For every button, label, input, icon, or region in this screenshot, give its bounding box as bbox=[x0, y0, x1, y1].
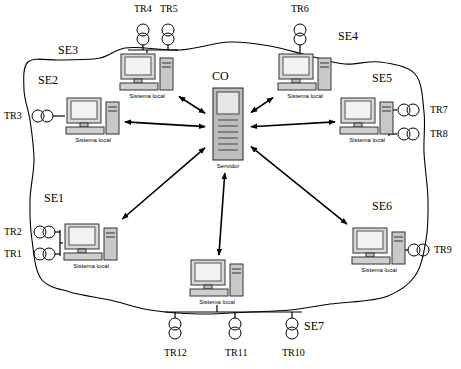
computer-icon bbox=[62, 222, 120, 262]
local-system-node: SE7Sistema local bbox=[188, 258, 246, 306]
system-caption: Sistema local bbox=[118, 92, 176, 100]
transformer-symbol bbox=[398, 104, 419, 116]
transformer-symbol bbox=[34, 226, 55, 238]
data-link-arrow bbox=[251, 98, 273, 113]
transformer-symbol bbox=[137, 24, 149, 45]
system-id: SE2 bbox=[38, 74, 58, 86]
power-wire bbox=[55, 231, 60, 232]
transformer-label: TR3 bbox=[4, 111, 22, 121]
power-wire bbox=[167, 45, 168, 50]
system-id: CO bbox=[212, 70, 229, 82]
power-wire bbox=[299, 45, 300, 53]
transformer-label: TR8 bbox=[430, 129, 448, 139]
system-caption: Sistema local bbox=[350, 266, 408, 274]
transformer-label: TR7 bbox=[430, 105, 448, 115]
transformer-symbol bbox=[408, 244, 429, 256]
transformer-symbol bbox=[32, 110, 53, 122]
data-link-arrow bbox=[125, 122, 205, 127]
system-caption: Sistema local bbox=[64, 136, 122, 144]
data-link-arrow bbox=[251, 147, 347, 225]
computer-icon bbox=[350, 226, 408, 266]
server-icon bbox=[208, 86, 248, 162]
power-wire bbox=[216, 305, 217, 312]
system-id: SE7 bbox=[304, 320, 324, 332]
transformer-label: TR10 bbox=[282, 348, 305, 358]
transformer-symbol bbox=[34, 248, 55, 260]
transformer-label: TR12 bbox=[164, 348, 187, 358]
computer-icon bbox=[118, 52, 176, 92]
local-system-node: SE3Sistema local bbox=[118, 52, 176, 100]
data-link-arrow bbox=[219, 173, 225, 255]
local-system-node: SE6Sistema local bbox=[350, 226, 408, 274]
power-wire bbox=[291, 312, 292, 318]
power-wire bbox=[55, 253, 60, 254]
system-caption: Sistema local bbox=[276, 92, 334, 100]
data-link-arrow bbox=[122, 148, 205, 219]
system-caption: Sistema local bbox=[62, 262, 120, 270]
transformer-symbol bbox=[294, 24, 306, 45]
power-wire bbox=[53, 115, 65, 116]
server-node: COServidor bbox=[208, 86, 248, 170]
power-wire bbox=[234, 312, 235, 318]
local-system-node: SE1Sistema local bbox=[62, 222, 120, 270]
system-id: SE6 bbox=[372, 200, 392, 212]
transformer-symbol bbox=[229, 318, 241, 339]
computer-icon bbox=[64, 96, 122, 136]
data-link-arrow bbox=[251, 122, 335, 127]
computer-icon bbox=[188, 258, 246, 298]
power-wire bbox=[165, 311, 302, 312]
local-system-node: SE5Sistema local bbox=[338, 96, 396, 144]
transformer-label: TR11 bbox=[225, 348, 247, 358]
transformer-symbol bbox=[162, 24, 174, 45]
local-system-node: SE4Sistema local bbox=[276, 52, 334, 100]
transformer-symbol bbox=[398, 128, 419, 140]
data-link-arrow bbox=[179, 97, 205, 114]
computer-icon bbox=[276, 52, 334, 92]
system-id: SE3 bbox=[58, 44, 78, 56]
local-system-node: SE2Sistema local bbox=[64, 96, 122, 144]
transformer-label: TR5 bbox=[160, 4, 178, 14]
transformer-label: TR9 bbox=[434, 245, 452, 255]
transformer-label: TR4 bbox=[134, 4, 152, 14]
system-caption: Sistema local bbox=[188, 298, 246, 306]
power-wire bbox=[174, 312, 175, 318]
transformer-symbol bbox=[169, 318, 181, 339]
transformer-label: TR2 bbox=[4, 227, 22, 237]
power-wire bbox=[142, 45, 143, 50]
system-caption: Sistema local bbox=[338, 136, 396, 144]
system-id: SE5 bbox=[372, 72, 392, 84]
computer-icon bbox=[338, 96, 396, 136]
system-id: SE4 bbox=[338, 30, 358, 42]
transformer-label: TR1 bbox=[4, 249, 22, 259]
system-caption: Servidor bbox=[208, 162, 248, 170]
network-region-outline bbox=[24, 42, 428, 314]
power-wire bbox=[60, 242, 63, 243]
power-wire bbox=[146, 50, 147, 53]
power-wire bbox=[128, 49, 178, 50]
system-id: SE1 bbox=[44, 192, 64, 204]
transformer-label: TR6 bbox=[291, 4, 309, 14]
transformer-symbol bbox=[286, 318, 298, 339]
